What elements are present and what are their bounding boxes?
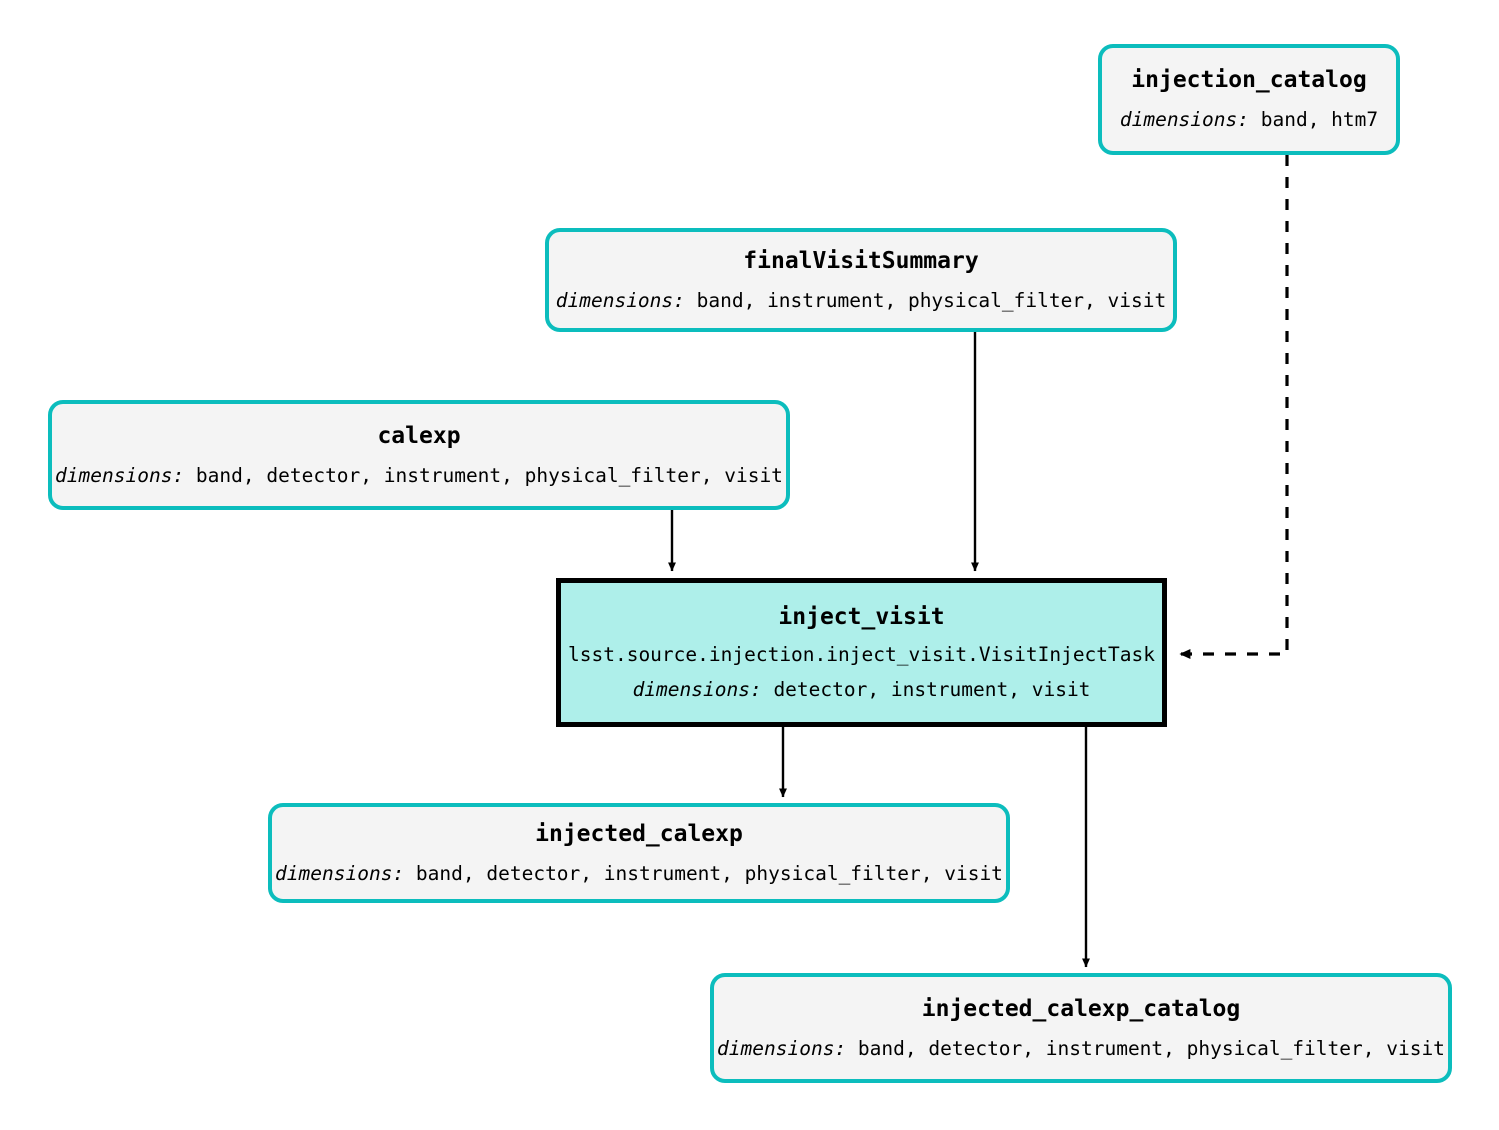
dimensions-label: dimensions: — [555, 288, 685, 312]
dimensions-value: band, htm7 — [1249, 108, 1379, 132]
dataset-node-injected-calexp-catalog[interactable]: injected_calexp_catalog dimensions: band… — [710, 973, 1452, 1083]
dimensions-label: dimensions: — [55, 463, 185, 487]
node-dimensions: dimensions: detector, instrument, visit — [632, 677, 1091, 701]
dimensions-value: band, detector, instrument, physical_fil… — [184, 463, 783, 487]
node-title: injected_calexp_catalog — [921, 995, 1241, 1022]
node-title: injected_calexp — [535, 820, 743, 847]
node-title: finalVisitSummary — [743, 247, 979, 274]
dimensions-value: detector, instrument, visit — [761, 677, 1091, 701]
dimensions-label: dimensions: — [1119, 108, 1249, 132]
node-dimensions: dimensions: band, detector, instrument, … — [55, 465, 783, 486]
dimensions-label: dimensions: — [632, 677, 762, 701]
task-node-inject-visit[interactable]: inject_visit lsst.source.injection.injec… — [556, 578, 1167, 727]
dimensions-label: dimensions: — [275, 861, 405, 885]
node-dimensions: dimensions: band, instrument, physical_f… — [556, 290, 1166, 311]
node-title: inject_visit — [778, 603, 945, 630]
node-title: injection_catalog — [1131, 67, 1367, 94]
node-dimensions: dimensions: band, htm7 — [1120, 109, 1378, 130]
task-class-path: lsst.source.injection.inject_visit.Visit… — [568, 643, 1155, 667]
dimensions-value: band, detector, instrument, physical_fil… — [846, 1036, 1445, 1060]
edge-injection_catalog-to-inject_visit — [1179, 155, 1289, 659]
dataset-node-injection-catalog[interactable]: injection_catalog dimensions: band, htm7 — [1098, 44, 1400, 155]
dataset-node-injected-calexp[interactable]: injected_calexp dimensions: band, detect… — [268, 803, 1010, 903]
dataset-node-calexp[interactable]: calexp dimensions: band, detector, instr… — [48, 400, 790, 510]
node-title: calexp — [377, 422, 461, 449]
dataset-node-final-visit-summary[interactable]: finalVisitSummary dimensions: band, inst… — [545, 228, 1177, 332]
node-dimensions: dimensions: band, detector, instrument, … — [717, 1038, 1445, 1059]
dimensions-value: band, instrument, physical_filter, visit — [684, 288, 1167, 312]
dimensions-value: band, detector, instrument, physical_fil… — [404, 861, 1003, 885]
node-dimensions: dimensions: band, detector, instrument, … — [275, 863, 1003, 884]
dimensions-label: dimensions: — [717, 1036, 847, 1060]
